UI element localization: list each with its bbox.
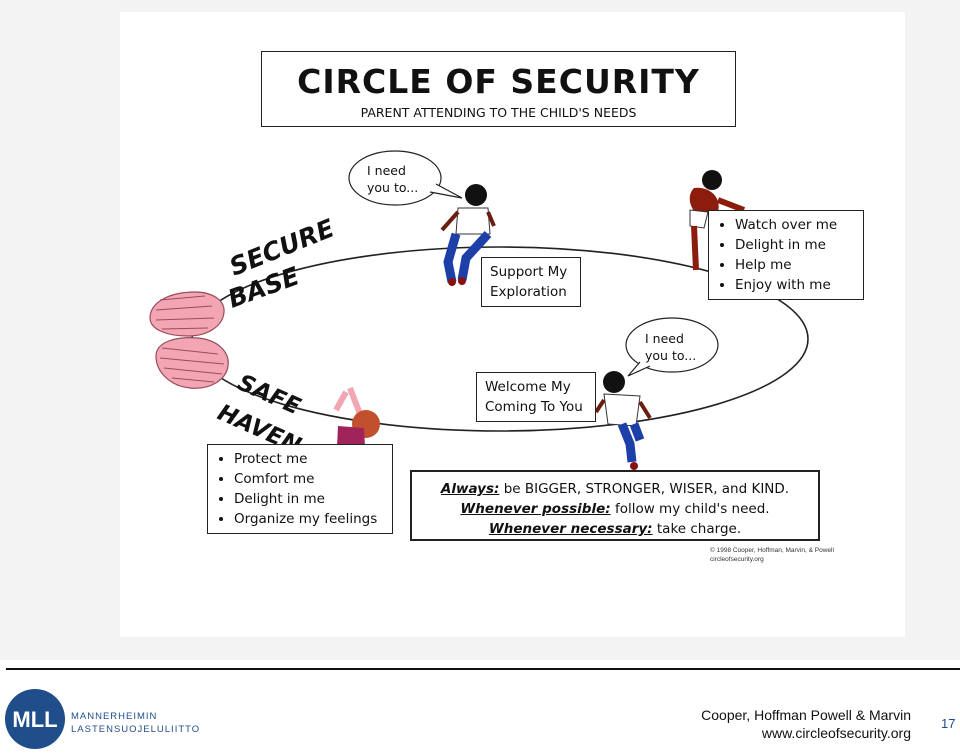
necessary-label: Whenever necessary: bbox=[488, 521, 653, 537]
principles-box: Always: be BIGGER, STRONGER, WISER, and … bbox=[410, 470, 820, 541]
logo-text: MLL bbox=[12, 707, 57, 732]
footer-divider bbox=[6, 668, 960, 670]
child-top-figure bbox=[440, 184, 496, 286]
always-label: Always: bbox=[440, 481, 500, 497]
bubble-right-line2: you to... bbox=[645, 348, 697, 363]
list-item: Protect me bbox=[234, 449, 384, 469]
credit-authors: Cooper, Hoffman Powell & Marvin bbox=[701, 707, 911, 723]
list-item: Help me bbox=[735, 255, 855, 275]
support-line1: Support My bbox=[490, 264, 568, 280]
welcome-line2: Coming To You bbox=[485, 399, 583, 415]
list-item: Watch over me bbox=[735, 215, 855, 235]
credit-block: Cooper, Hoffman Powell & Marvin www.circ… bbox=[701, 706, 911, 742]
necessary-text: take charge. bbox=[656, 521, 742, 537]
principle-necessary: Whenever necessary: take charge. bbox=[412, 519, 818, 539]
hands-icon bbox=[149, 291, 229, 389]
exploration-needs-list: Watch over me Delight in me Help me Enjo… bbox=[717, 215, 855, 295]
speech-bubble-top bbox=[348, 150, 463, 206]
title-box: CIRCLE OF SECURITY PARENT ATTENDING TO T… bbox=[261, 51, 736, 127]
child-bottom-figure bbox=[594, 371, 652, 470]
diagram-title: CIRCLE OF SECURITY bbox=[297, 62, 700, 101]
copyright-line1: © 1998 Cooper, Hoffman, Marvin, & Powell bbox=[710, 547, 834, 554]
child-right-figure bbox=[689, 170, 746, 271]
principle-always: Always: be BIGGER, STRONGER, WISER, and … bbox=[412, 479, 818, 499]
credit-url: www.circleofsecurity.org bbox=[761, 725, 911, 741]
copyright-line2: circleofsecurity.org bbox=[710, 556, 764, 563]
bubble-top-line2: you to... bbox=[367, 180, 419, 195]
bubble-right-line1: I need bbox=[645, 331, 684, 346]
bubble-top-text: I need you to... bbox=[367, 162, 418, 196]
support-line2: Exploration bbox=[490, 284, 567, 300]
copyright-note: © 1998 Cooper, Hoffman, Marvin, & Powell… bbox=[710, 546, 834, 564]
welcome-coming-box: Welcome My Coming To You bbox=[476, 372, 596, 422]
list-item: Enjoy with me bbox=[735, 275, 855, 295]
org-name: MANNERHEIMIN LASTENSUOJELULIITTO bbox=[71, 710, 200, 736]
diagram-subtitle: PARENT ATTENDING TO THE CHILD'S NEEDS bbox=[360, 105, 637, 120]
bubble-top-line1: I need bbox=[367, 163, 406, 178]
list-item: Comfort me bbox=[234, 469, 384, 489]
page-number: 17 bbox=[941, 716, 956, 731]
always-text: be BIGGER, STRONGER, WISER, and KIND. bbox=[503, 481, 790, 497]
list-item: Organize my feelings bbox=[234, 509, 384, 529]
bubble-right-text: I need you to... bbox=[645, 330, 696, 364]
mll-logo-icon: MLL bbox=[5, 689, 65, 749]
haven-needs-box: Protect me Comfort me Delight in me Orga… bbox=[207, 444, 393, 534]
principle-possible: Whenever possible: follow my child's nee… bbox=[412, 499, 818, 519]
support-exploration-box: Support My Exploration bbox=[481, 257, 581, 307]
welcome-line1: Welcome My bbox=[485, 379, 571, 395]
exploration-needs-box: Watch over me Delight in me Help me Enjo… bbox=[708, 210, 864, 300]
possible-text: follow my child's need. bbox=[614, 501, 770, 517]
org-line2: LASTENSUOJELULIITTO bbox=[71, 724, 201, 735]
possible-label: Whenever possible: bbox=[460, 501, 611, 517]
speech-bubble-right bbox=[625, 317, 719, 377]
list-item: Delight in me bbox=[234, 489, 384, 509]
haven-needs-list: Protect me Comfort me Delight in me Orga… bbox=[216, 449, 384, 529]
org-line1: MANNERHEIMIN bbox=[71, 711, 158, 722]
list-item: Delight in me bbox=[735, 235, 855, 255]
